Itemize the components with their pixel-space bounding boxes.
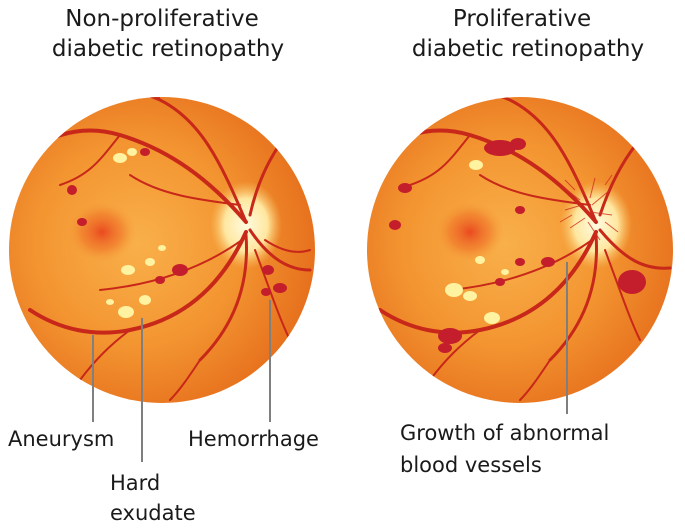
growth-label-line2: blood vessels [400,453,542,477]
growth-label-line1: Growth of abnormal [400,421,609,445]
aneurysm-label: Aneurysm [8,427,114,451]
left-title-line2: diabetic retinopathy [52,36,284,62]
leader-lines-dark [92,262,568,462]
left-vessels [28,97,312,401]
right-title-line1: Proliferative [453,6,591,32]
hard-exudate-label-line1: Hard [110,471,160,495]
right-macula [436,202,504,262]
left-title-line1: Non-proliferative [65,6,259,32]
right-retina [367,97,673,403]
left-macula [68,202,136,262]
hemorrhage-label: Hemorrhage [188,427,319,451]
left-hard-exudates [106,148,166,318]
left-retina [9,97,315,403]
right-vessels [378,97,672,401]
right-title-line2: diabetic retinopathy [412,36,644,62]
hard-exudate-label-line2: exudate [110,501,196,525]
right-exudates [445,160,509,324]
left-hemorrhages [67,148,287,296]
right-hemorrhages [389,138,646,353]
right-retina-fundus [367,97,673,403]
right-neovascularization [559,174,619,241]
